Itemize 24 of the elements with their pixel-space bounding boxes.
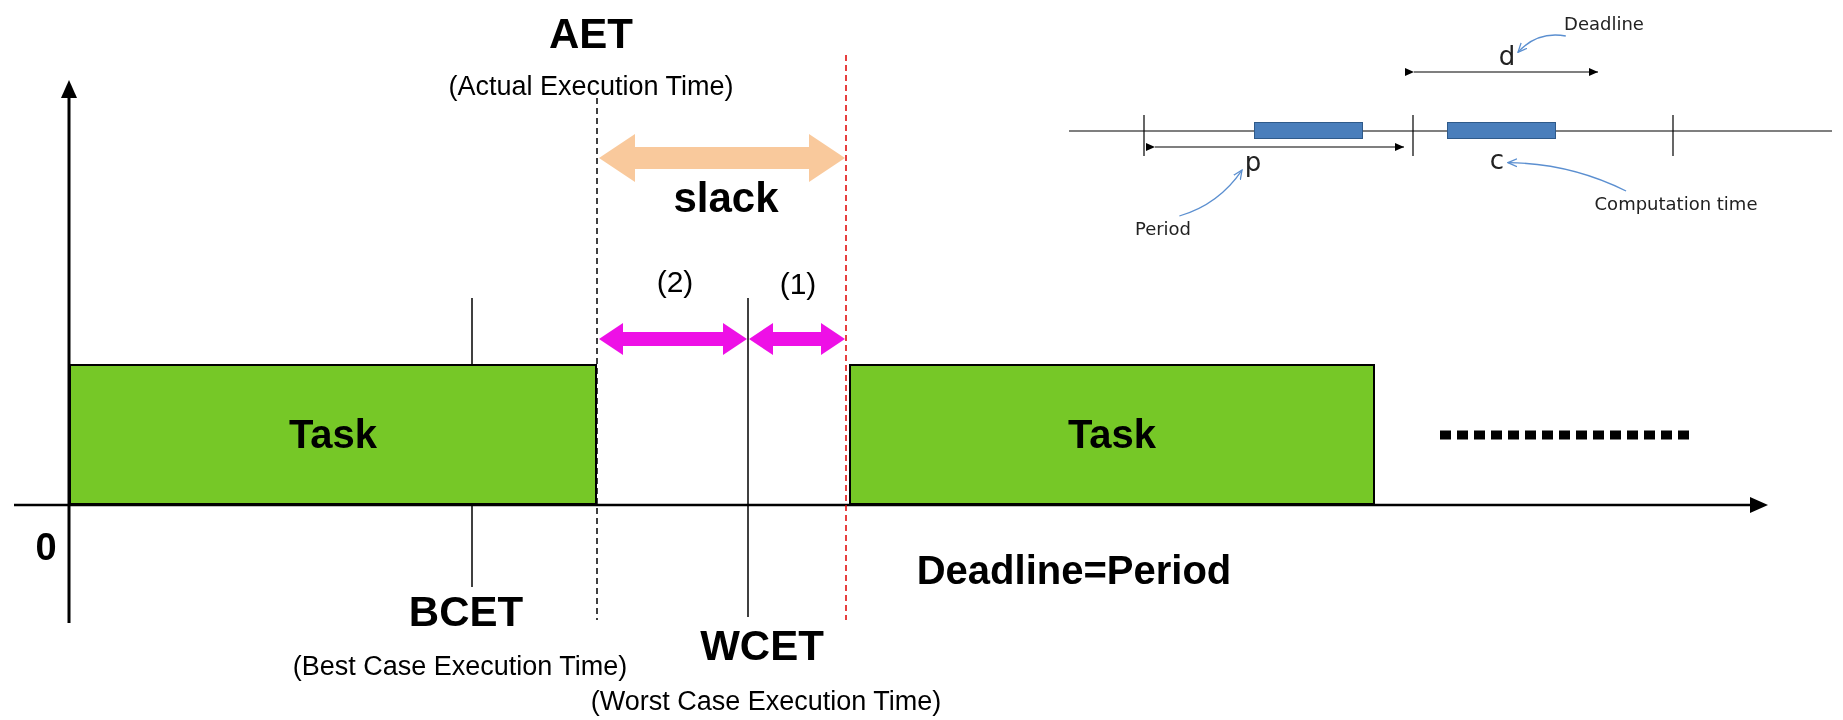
leader-line [1517, 34, 1567, 53]
leader-line [1507, 158, 1627, 192]
origin-label: 0 [35, 528, 57, 566]
task-block: Task [69, 364, 597, 505]
task-block: Task [849, 364, 1375, 505]
description-text: (Actual Execution Time) [448, 72, 734, 100]
duration-bar [1254, 122, 1363, 139]
annotation-text: Deadline [1558, 10, 1650, 36]
leader-line [1178, 169, 1243, 217]
heading-text: AET [549, 13, 633, 55]
description-text: (Worst Case Execution Time) [590, 687, 942, 715]
annotation-text: Computation time [1580, 191, 1772, 215]
slack-label: slack [673, 177, 779, 219]
variable-label: c [1486, 146, 1508, 174]
deadline-label: Deadline=Period [916, 550, 1232, 590]
variable-label: d [1496, 42, 1518, 70]
variable-label: p [1242, 148, 1264, 176]
interval-label: (1) [779, 269, 817, 299]
annotation-text: Period [1128, 216, 1198, 240]
description-text: (Best Case Execution Time) [292, 652, 628, 680]
heading-text: WCET [700, 625, 824, 667]
heading-text: BCET [408, 591, 524, 633]
interval-label: (2) [656, 267, 694, 297]
duration-bar [1447, 122, 1556, 139]
